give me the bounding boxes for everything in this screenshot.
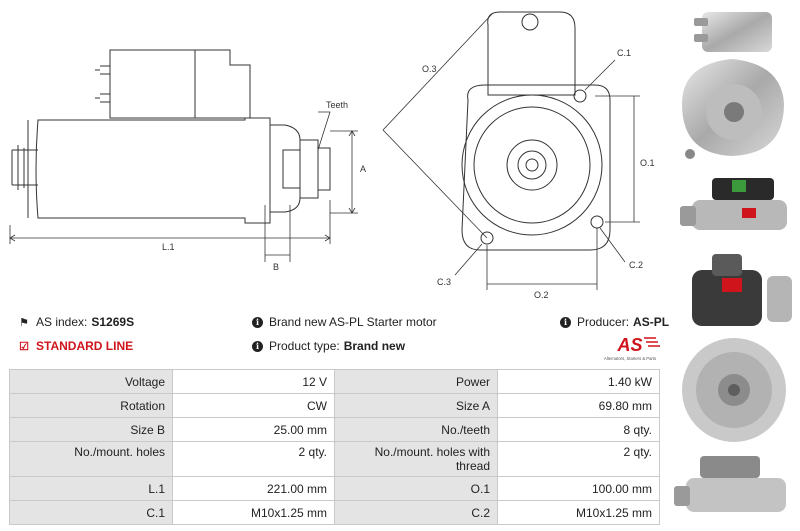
spec-label: Voltage [9,369,173,394]
spec-value: 2 qty. [497,441,660,477]
checkbox-icon: ☑ [19,340,29,353]
teeth-label: Teeth [326,100,348,110]
info-icon: i [252,316,263,328]
terminal-bottom [95,93,110,103]
product-type-row: i Product type: Brand new [252,339,405,353]
product-photos [670,0,800,531]
spec-value: 8 qty. [497,417,660,442]
product-type-label: Product type: [269,339,340,353]
table-row: C.1 M10x1.25 mm C.2 M10x1.25 mm [9,500,660,525]
table-row: No./mount. holes 2 qty. No./mount. holes… [9,441,660,477]
solenoid-outline [109,49,251,119]
spec-value: 69.80 mm [497,393,660,418]
spec-value: 100.00 mm [497,476,660,501]
product-photo-terminals [692,254,792,326]
description-row: i Brand new AS-PL Starter motor [252,315,437,329]
c3-label: C.3 [437,277,451,287]
info-icon: i [252,340,263,352]
logo-text: AS [616,335,642,355]
standard-line-text: STANDARD LINE [36,339,134,353]
drive-housing [270,124,301,213]
table-row: Voltage 12 V Power 1.40 kW [9,369,660,394]
spec-value: M10x1.25 mm [497,500,660,525]
spec-value: 12 V [172,369,335,394]
mount-hole-c2 [590,215,604,229]
flange-plate [461,84,611,251]
spec-value: 221.00 mm [172,476,335,501]
table-row: L.1 221.00 mm O.1 100.00 mm [9,476,660,501]
as-pl-logo: AS Alternators, Starters & Parts [604,335,660,361]
spec-label: O.1 [334,476,498,501]
spec-value: M10x1.25 mm [172,500,335,525]
spec-label: Size B [9,417,173,442]
product-photo-side-1 [680,178,787,230]
dim-o2-label: O.2 [534,290,549,300]
as-index-label: AS index: [36,315,88,329]
spec-value: 2 qty. [172,441,335,477]
product-photo-front [682,12,784,159]
dim-a-label: A [360,164,366,174]
tag-icon: ⚑ [19,316,29,329]
product-type-value: Brand new [343,339,406,353]
mount-hole-c3 [480,231,494,245]
spec-label: Power [334,369,498,394]
specs-table: Voltage 12 V Power 1.40 kW Rotation CW S… [9,369,660,525]
product-photo-side-2 [674,456,786,512]
logo-tagline: Alternators, Starters & Parts [604,356,656,361]
standard-line-row: ☑ STANDARD LINE [17,339,133,353]
dim-o3-label: O.3 [422,64,437,74]
spec-label: C.2 [334,500,498,525]
c2-label: C.2 [629,260,643,270]
pinion [318,147,331,191]
info-icon: i [560,316,571,328]
spec-label: Size A [334,393,498,418]
spec-label: C.1 [9,500,173,525]
spec-label: No./mount. holes with thread [334,441,498,477]
dim-b-label: B [273,262,279,272]
producer-row: i Producer: AS-PL [560,315,669,329]
technical-drawing-svg: Teeth A B L.1 O.1 O.2 O.3 C.1 C.2 C.3 [9,11,655,300]
spec-value: CW [172,393,335,418]
table-row: Rotation CW Size A 69.80 mm [9,393,660,418]
mount-hole-c1 [573,89,587,103]
motor-body-outline [35,117,271,224]
product-photo-rear [682,338,786,442]
c1-label: C.1 [617,48,631,58]
dim-l1-label: L.1 [162,242,175,252]
spec-label: No./teeth [334,417,498,442]
producer-label: Producer: [577,315,630,329]
spec-label: No./mount. holes [9,441,173,477]
table-row: Size B 25.00 mm No./teeth 8 qty. [9,417,660,442]
spec-label: L.1 [9,476,173,501]
flange-top-ear [487,11,576,96]
producer-value: AS-PL [633,315,670,329]
as-index-row: ⚑ AS index: S1269S [17,315,134,329]
description-text: Brand new AS-PL Starter motor [269,315,437,329]
dim-o1-label: O.1 [640,158,655,168]
spec-label: Rotation [9,393,173,418]
technical-drawing: Teeth A B L.1 O.1 O.2 O.3 C.1 C.2 C.3 [0,0,670,305]
terminal-top [95,65,110,75]
spec-value: 25.00 mm [172,417,335,442]
as-index-value: S1269S [91,315,135,329]
spec-value: 1.40 kW [497,369,660,394]
motor-face-outer [461,94,603,236]
